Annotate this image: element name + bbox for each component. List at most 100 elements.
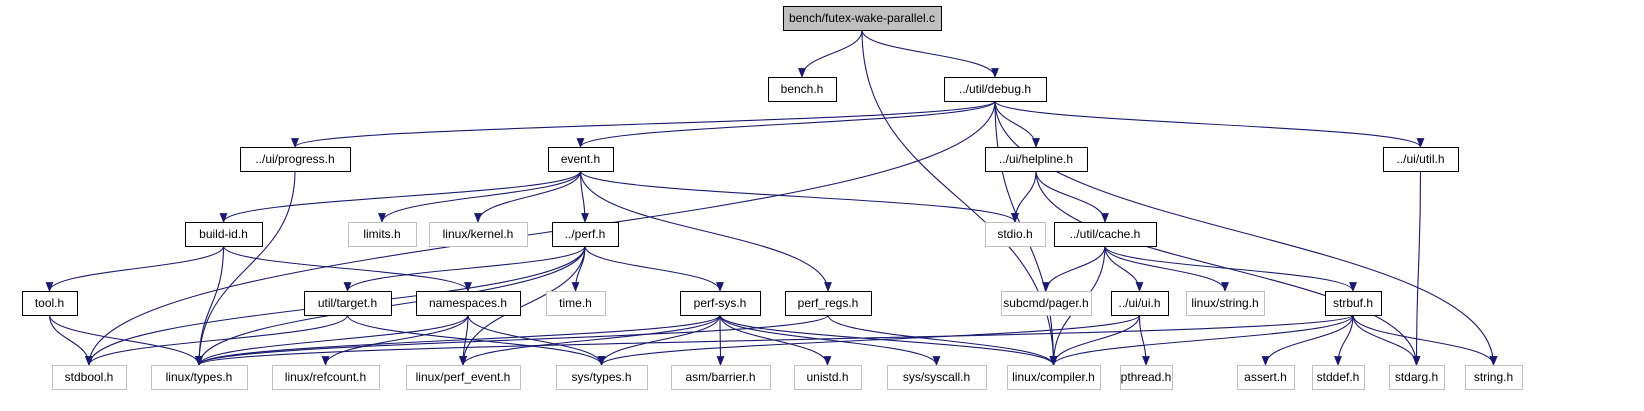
node-label: pthread.h — [1121, 370, 1172, 384]
node-label: unistd.h — [806, 370, 848, 384]
node-stdarg: stdarg.h — [1389, 365, 1445, 390]
edge-helpline-to-stdio — [1011, 170, 1037, 223]
node-box — [1383, 147, 1459, 172]
node-string: string.h — [1465, 365, 1523, 390]
node-label: linux/compiler.h — [1012, 370, 1095, 384]
node-label: bench/futex-wake-parallel.c — [789, 11, 935, 25]
node-label: ../util/debug.h — [959, 82, 1031, 96]
edge-uiutil-to-stdarg — [1412, 170, 1422, 366]
edge-debug-to-event — [576, 100, 996, 148]
node-label: tool.h — [35, 296, 64, 310]
node-label: ../ui/helpline.h — [999, 152, 1073, 166]
edge-strbuf-to-assert — [1261, 314, 1354, 366]
node-box — [794, 365, 862, 390]
node-uiutil[interactable]: ../ui/util.h — [1383, 147, 1459, 172]
node-box — [985, 147, 1088, 172]
node-pthread: pthread.h — [1120, 365, 1173, 390]
edge-tool-to-types — [48, 314, 203, 366]
node-label: linux/kernel.h — [443, 227, 514, 241]
node-box — [185, 222, 263, 247]
node-event[interactable]: event.h — [548, 147, 614, 172]
node-progress[interactable]: ../ui/progress.h — [240, 147, 351, 172]
edge-root-to-bench — [798, 29, 863, 78]
node-box — [1054, 222, 1157, 247]
edge-event-to-limits — [378, 170, 582, 223]
node-label: event.h — [561, 152, 600, 166]
node-label: stdbool.h — [65, 370, 114, 384]
node-box — [348, 222, 417, 247]
edge-debug-to-uiutil — [994, 100, 1425, 148]
edge-helpline-to-cache — [1035, 170, 1109, 223]
node-ui[interactable]: ../ui/ui.h — [1111, 291, 1169, 316]
node-label: subcmd/pager.h — [1003, 296, 1088, 310]
node-strbuf[interactable]: strbuf.h — [1325, 291, 1382, 316]
node-label: stdarg.h — [1395, 370, 1438, 384]
node-box — [680, 291, 761, 316]
node-bench[interactable]: bench.h — [768, 77, 837, 102]
node-label: linux/perf_event.h — [416, 370, 511, 384]
node-box — [1001, 291, 1092, 316]
node-box — [406, 365, 521, 390]
node-label: ../perf.h — [565, 227, 606, 241]
node-perfregs[interactable]: perf_regs.h — [785, 291, 872, 316]
node-namespaces[interactable]: namespaces.h — [416, 291, 521, 316]
node-label: bench.h — [781, 82, 824, 96]
node-perf[interactable]: ../perf.h — [552, 222, 619, 247]
node-label: limits.h — [363, 227, 400, 241]
node-box — [52, 365, 127, 390]
node-cache[interactable]: ../util/cache.h — [1054, 222, 1157, 247]
node-kernel: linux/kernel.h — [429, 222, 528, 247]
node-assert: assert.h — [1237, 365, 1295, 390]
node-box — [429, 222, 528, 247]
edge-namespaces-to-types — [195, 314, 469, 366]
edge-namespaces-to-refcount — [321, 314, 469, 366]
node-box — [1120, 365, 1173, 390]
node-tool[interactable]: tool.h — [22, 291, 78, 316]
edge-perfregs-to-compiler — [827, 314, 1058, 366]
node-refcount: linux/refcount.h — [272, 365, 380, 390]
node-label: string.h — [1474, 370, 1513, 384]
node-box — [887, 365, 987, 390]
node-box — [768, 77, 837, 102]
node-stdbool: stdbool.h — [52, 365, 127, 390]
node-buildid[interactable]: build-id.h — [185, 222, 263, 247]
node-box — [1312, 365, 1365, 390]
node-target[interactable]: util/target.h — [304, 291, 392, 316]
edge-event-to-perf — [579, 170, 589, 223]
node-box — [1325, 291, 1382, 316]
edge-event-to-stdio — [579, 170, 1019, 223]
node-box — [548, 147, 614, 172]
node-label: perf_regs.h — [798, 296, 859, 310]
node-helpline[interactable]: ../ui/helpline.h — [985, 147, 1088, 172]
edge-event-to-perfregs — [579, 170, 832, 292]
edge-perf-to-perfevent — [459, 245, 586, 366]
node-label: asm/barrier.h — [685, 370, 755, 384]
edge-cache-to-lstring — [1104, 245, 1229, 292]
node-unistd: unistd.h — [794, 365, 862, 390]
edge-namespaces-to-systypes — [467, 314, 606, 366]
edge-perfsys-to-syscall — [719, 314, 941, 366]
node-perfsys[interactable]: perf-sys.h — [680, 291, 761, 316]
node-box — [1237, 365, 1295, 390]
edge-debug-to-helpline — [994, 100, 1040, 148]
edge-buildid-to-types — [195, 245, 225, 366]
edge-strbuf-to-stddef — [1334, 314, 1354, 366]
node-label: linux/refcount.h — [285, 370, 366, 384]
node-label: linux/string.h — [1191, 296, 1258, 310]
node-box — [985, 222, 1046, 247]
edge-buildid-to-namespaces — [222, 245, 472, 292]
node-label: stdio.h — [997, 227, 1032, 241]
node-lstring: linux/string.h — [1186, 291, 1265, 316]
node-debug[interactable]: ../util/debug.h — [944, 77, 1047, 102]
node-label: perf-sys.h — [694, 296, 747, 310]
node-box — [240, 147, 351, 172]
node-label: util/target.h — [318, 296, 377, 310]
edge-target-to-systypes — [346, 314, 606, 366]
node-label: ../ui/ui.h — [1118, 296, 1160, 310]
node-box — [546, 291, 606, 316]
node-label: ../ui/progress.h — [255, 152, 334, 166]
edge-perfsys-to-perfevent — [459, 314, 721, 366]
edge-debug-to-progress — [291, 100, 996, 148]
edge-buildid-to-tool — [45, 245, 225, 292]
node-root[interactable]: bench/futex-wake-parallel.c — [783, 6, 942, 31]
